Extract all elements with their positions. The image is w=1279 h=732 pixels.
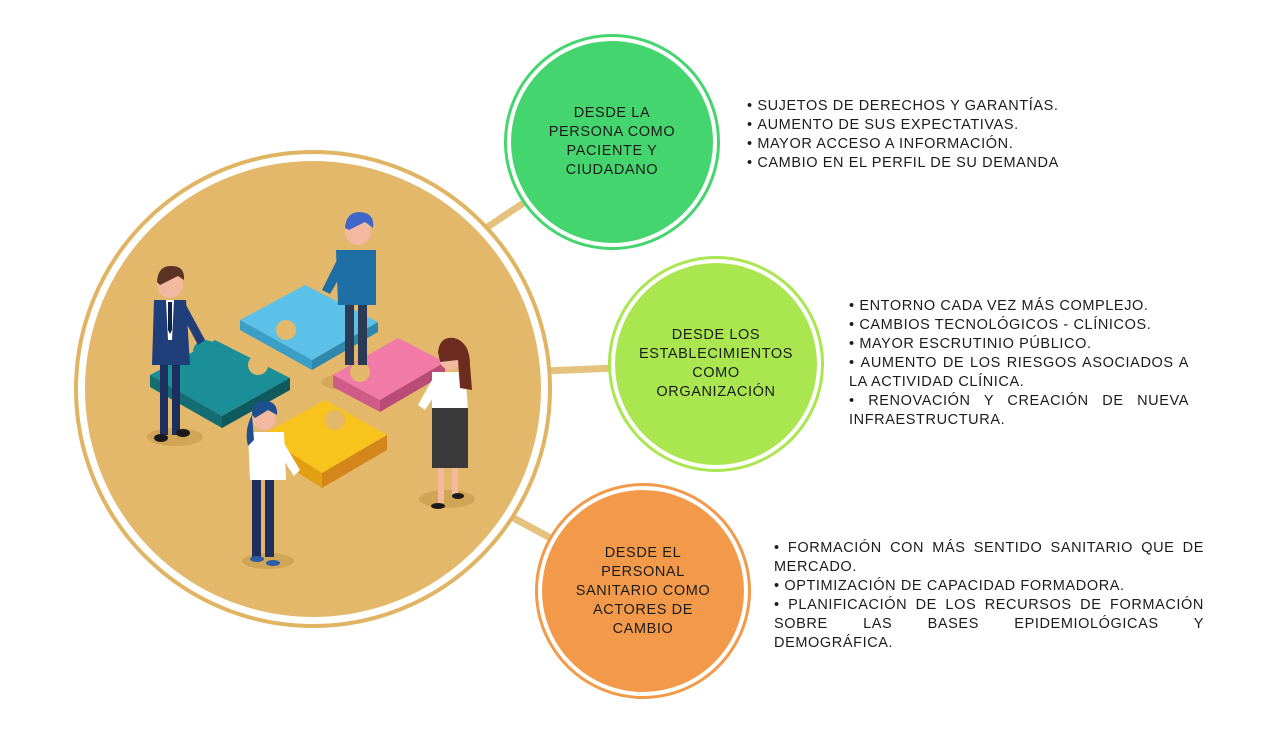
person-woman-pants [246,400,300,566]
bullet-item: SUJETOS DE DERECHOS Y GARANTÍAS. [747,97,1087,116]
hub-circle [85,161,541,617]
bullet-item: MAYOR ACCESO A INFORMACIÓN. [747,135,1087,154]
bullet-item: PLANIFICACIÓN DE LOS RECURSOS DE FORMACI… [774,596,1204,653]
bullets-establecimientos: ENTORNO CADA VEZ MÁS COMPLEJO. CAMBIOS T… [849,297,1189,430]
bullet-item: CAMBIO EN EL PERFIL DE SU DEMANDA [747,154,1087,173]
bullet-item: OPTIMIZACIÓN DE CAPACIDAD FORMADORA. [774,577,1204,596]
bullets-persona: SUJETOS DE DERECHOS Y GARANTÍAS. AUMENTO… [747,97,1087,173]
node-establecimientos: DESDE LOS ESTABLECIMIENTOS COMO ORGANIZA… [611,259,821,469]
person-man-suit [152,265,205,442]
bullet-item: ENTORNO CADA VEZ MÁS COMPLEJO. [849,297,1189,316]
node-establecimientos-label: DESDE LOS ESTABLECIMIENTOS COMO ORGANIZA… [638,327,794,400]
node-persona-label: DESDE LA PERSONA COMO PACIENTE Y CIUDADA… [548,105,676,178]
bullet-item: CAMBIOS TECNOLÓGICOS - CLÍNICOS. [849,316,1189,335]
bullet-item: AUMENTO DE LOS RIESGOS ASOCIADOS A LA AC… [849,354,1189,392]
person-woman-skirt [418,337,472,509]
person-man-casual [322,212,376,365]
bullet-item: MAYOR ESCRUTINIO PÚBLICO. [849,335,1189,354]
bullets-personal: FORMACIÓN CON MÁS SENTIDO SANITARIO QUE … [774,539,1204,653]
bullet-item: FORMACIÓN CON MÁS SENTIDO SANITARIO QUE … [774,539,1204,577]
node-persona: DESDE LA PERSONA COMO PACIENTE Y CIUDADA… [507,37,717,247]
connector-establecimientos [545,364,615,375]
node-personal-label: DESDE EL PERSONAL SANITARIO COMO ACTORES… [575,544,711,637]
bullet-item: RENOVACIÓN Y CREACIÓN DE NUEVA INFRAESTR… [849,392,1189,430]
connector-personal [506,511,558,545]
node-personal: DESDE EL PERSONAL SANITARIO COMO ACTORES… [538,486,748,696]
puzzle-teamwork-illustration [147,212,475,569]
puzzle-piece-pink [333,338,445,412]
bullet-item: AUMENTO DE SUS EXPECTATIVAS. [747,116,1087,135]
